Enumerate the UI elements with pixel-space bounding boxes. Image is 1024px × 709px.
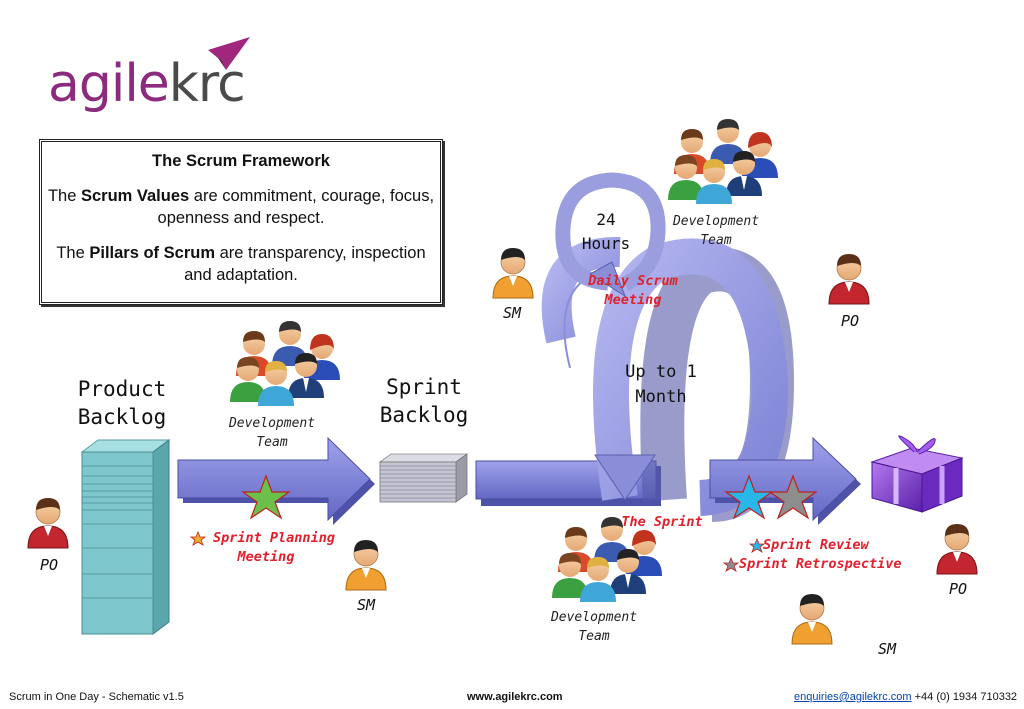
increment-arrow: [709, 436, 861, 525]
footer-phone: +44 (0) 1934 710332: [911, 691, 1018, 703]
sprint-retrospective-label: Sprint Retrospective: [739, 556, 902, 572]
footer-contact: enquiries@agilekrc.com +44 (0) 1934 7103…: [794, 691, 1017, 703]
sprint-retro-bullet-star-icon: [722, 556, 740, 572]
footer-version: Scrum in One Day - Schematic v1.5: [9, 691, 184, 703]
sprint-planning-bullet-star-icon: [189, 530, 207, 546]
sm-person-icon-right: [791, 593, 833, 645]
sm-label-top: SM: [502, 304, 522, 322]
scrum-values-text: The Scrum Values are commitment, courage…: [47, 187, 435, 227]
logo-text-agile: agile: [48, 54, 170, 114]
footer-website[interactable]: www.agilekrc.com: [467, 691, 563, 703]
po-label-right: PO: [948, 580, 968, 598]
agilekrc-logo: agilekrc: [48, 54, 246, 114]
sprint-planning-star-icon: [241, 474, 291, 520]
po-label-top: PO: [840, 312, 860, 330]
footer-email-link[interactable]: enquiries@agilekrc.com: [794, 691, 912, 703]
sprint-retro-star-icon: [768, 474, 818, 520]
sprint-backlog-stack: [378, 453, 469, 503]
sprint-review-bullet-star-icon: [748, 537, 766, 553]
planning-arrow: [177, 436, 375, 525]
scrum-pillars-text: The Pillars of Scrum are transparency, i…: [56, 244, 426, 284]
po-person-icon-right: [936, 523, 978, 575]
sm-person-icon-bottom: [345, 539, 387, 591]
framework-title: The Scrum Framework: [152, 152, 330, 170]
sprint-review-label: Sprint Review: [763, 537, 869, 553]
daily-scrum-cycle-arrow: [555, 172, 666, 298]
logo-text-krc: krc: [168, 54, 246, 114]
sm-label-bottom: SM: [356, 596, 376, 614]
logo-plane-icon: [208, 37, 250, 70]
sm-person-icon-top: [492, 247, 534, 299]
dev-team-icon-daily: [668, 119, 778, 204]
po-label-left: PO: [39, 556, 59, 574]
product-increment-gift-icon: [870, 435, 964, 513]
scrum-framework-box: The Scrum Framework The Scrum Values are…: [39, 139, 443, 305]
dev-team-icon-planning: [230, 321, 340, 406]
po-person-icon-top: [828, 253, 870, 305]
sm-label-right: SM: [877, 640, 897, 658]
sprint-review-star-icon: [724, 474, 774, 520]
product-backlog-stack: [80, 439, 171, 635]
the-sprint-label: The Sprint: [621, 514, 703, 530]
po-person-icon-left: [27, 497, 69, 549]
